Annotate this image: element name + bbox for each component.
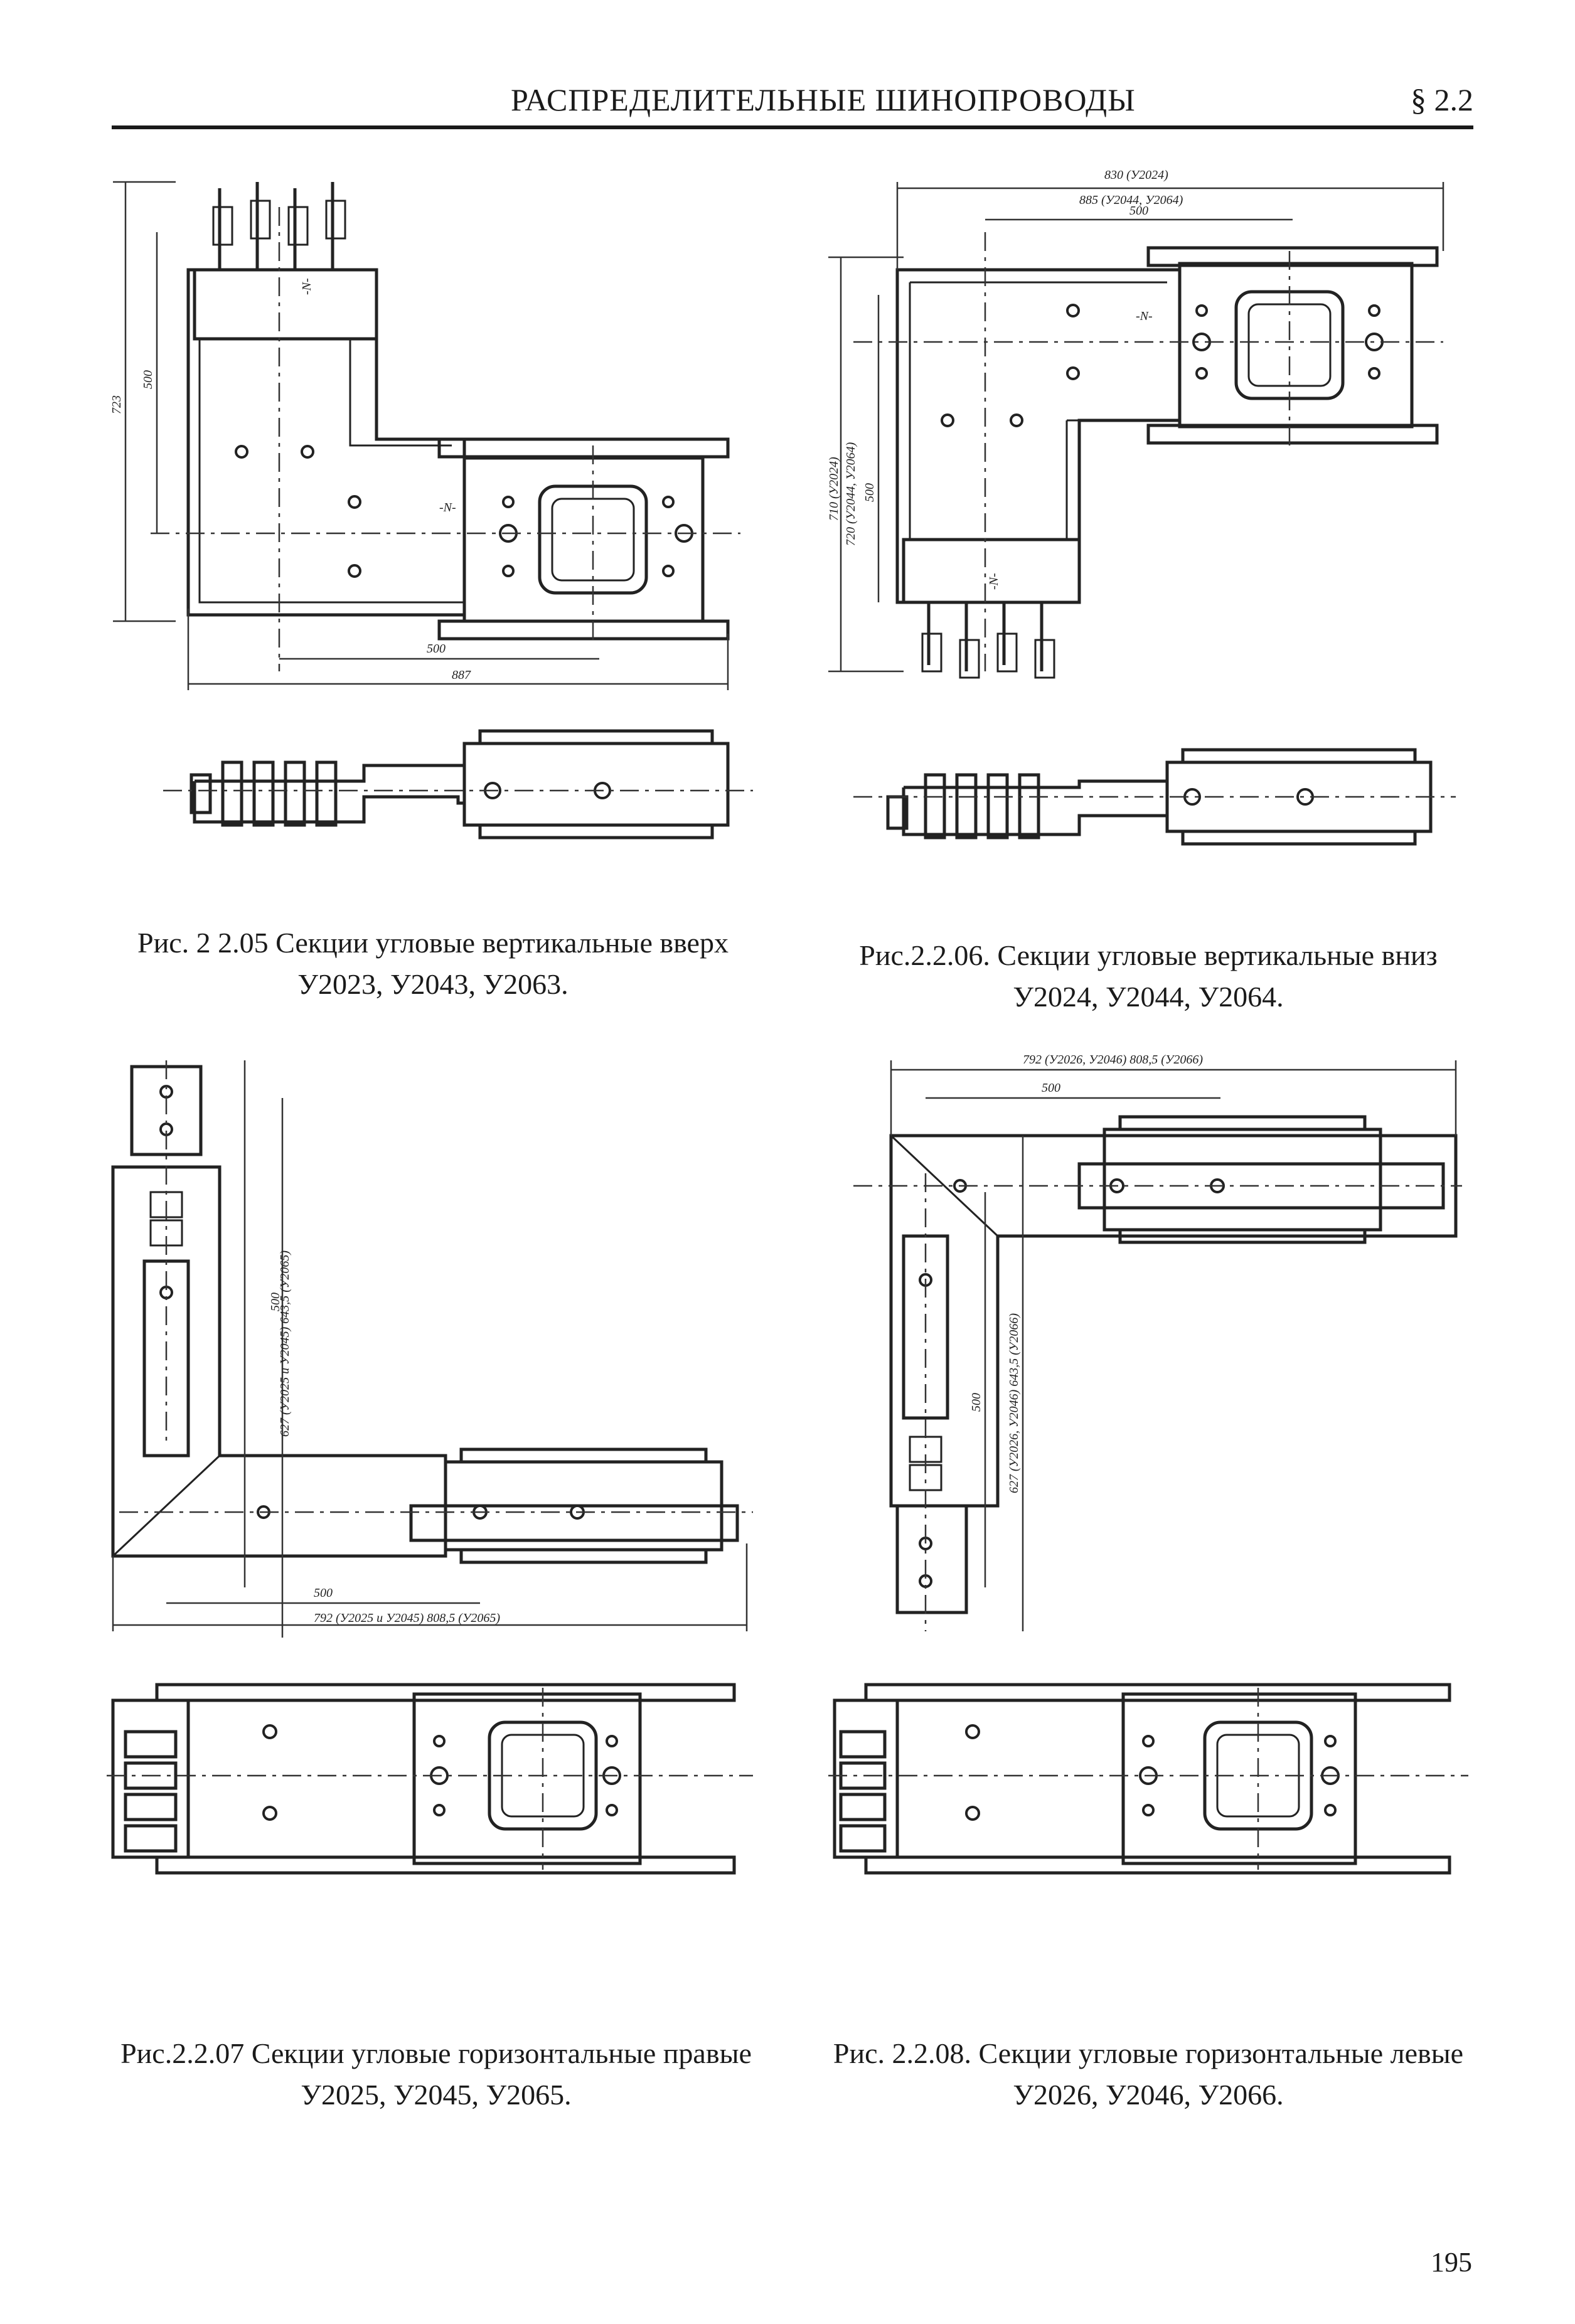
dim-n-riser: -N- xyxy=(300,278,314,295)
dim-627: 627 (У2025 и У2045) 643,5 (У2065) xyxy=(278,1250,292,1437)
caption-line2: У2023, У2043, У2063. xyxy=(297,968,569,1000)
dim-n-box: -N- xyxy=(439,501,456,514)
figure-2-2-05-caption: Рис. 2 2.05 Секции угловые вертикальные … xyxy=(119,922,747,1005)
dim-500-horiz: 500 xyxy=(314,1586,333,1600)
figure-2-2-08-caption: Рис. 2.2.08. Секции угловые горизонтальн… xyxy=(822,2033,1475,2116)
caption-line2: У2025, У2045, У2065. xyxy=(301,2079,572,2111)
header-section: § 2.2 xyxy=(1411,82,1473,117)
figure-2-2-08-drawing: 792 (У2026, У2046) 808,5 (У2066) 500 500… xyxy=(816,1042,1481,1976)
caption-line1: Рис. 2 2.05 Секции угловые вертикальные … xyxy=(137,927,729,959)
dim-n-riser: -N- xyxy=(987,573,1001,590)
dim-830: 830 (У2024) xyxy=(1104,169,1168,182)
figure-2-2-07-caption: Рис.2.2.07 Секции угловые горизонтальные… xyxy=(107,2033,766,2116)
dim-500-vert: 500 xyxy=(141,370,155,389)
caption-line2: У2024, У2044, У2064. xyxy=(1013,981,1284,1013)
dim-500-vert: 500 xyxy=(969,1393,983,1412)
running-header: РАСПРЕДЕЛИТЕЛЬНЫЕ ШИНОПРОВОДЫ § 2.2 xyxy=(112,82,1473,125)
page-number: 195 xyxy=(1431,2247,1472,2278)
caption-line2: У2026, У2046, У2066. xyxy=(1013,2079,1284,2111)
caption-line1: Рис. 2.2.08. Секции угловые горизонтальн… xyxy=(833,2037,1464,2069)
figure-2-2-05-drawing: 723 500 500 887 -N- -N- xyxy=(100,169,772,878)
dim-500-horiz: 500 xyxy=(1042,1081,1060,1095)
dim-n-box: -N- xyxy=(1136,309,1153,323)
caption-line1: Рис.2.2.07 Секции угловые горизонтальные… xyxy=(120,2037,752,2069)
dim-500-horiz: 500 xyxy=(427,642,446,656)
dim-887: 887 xyxy=(452,668,471,682)
dim-500-vert: 500 xyxy=(269,1293,282,1311)
figure-2-2-07-drawing: 500 627 (У2025 и У2045) 643,5 (У2065) 50… xyxy=(100,1048,772,1976)
dim-500-horiz: 500 xyxy=(1129,204,1148,218)
dim-720: 720 (У2044, У2064) xyxy=(844,442,858,546)
figure-2-2-06-drawing: 830 (У2024) 885 (У2044, У2064) 500 710 (… xyxy=(816,169,1481,878)
dim-710: 710 (У2024) xyxy=(827,457,841,521)
dim-500-vert: 500 xyxy=(863,483,877,502)
dim-792: 792 (У2025 и У2045) 808,5 (У2065) xyxy=(314,1611,500,1625)
dim-627: 627 (У2026, У2046) 643,5 (У2066) xyxy=(1007,1313,1021,1493)
figure-2-2-06-caption: Рис.2.2.06. Секции угловые вертикальные … xyxy=(828,935,1468,1018)
dim-885: 885 (У2044, У2064) xyxy=(1079,193,1183,207)
dim-723: 723 xyxy=(110,395,124,414)
header-title: РАСПРЕДЕЛИТЕЛЬНЫЕ ШИНОПРОВОДЫ xyxy=(511,82,1136,117)
header-rule xyxy=(112,125,1473,129)
dim-792: 792 (У2026, У2046) 808,5 (У2066) xyxy=(1023,1053,1203,1067)
caption-line1: Рис.2.2.06. Секции угловые вертикальные … xyxy=(859,939,1438,971)
